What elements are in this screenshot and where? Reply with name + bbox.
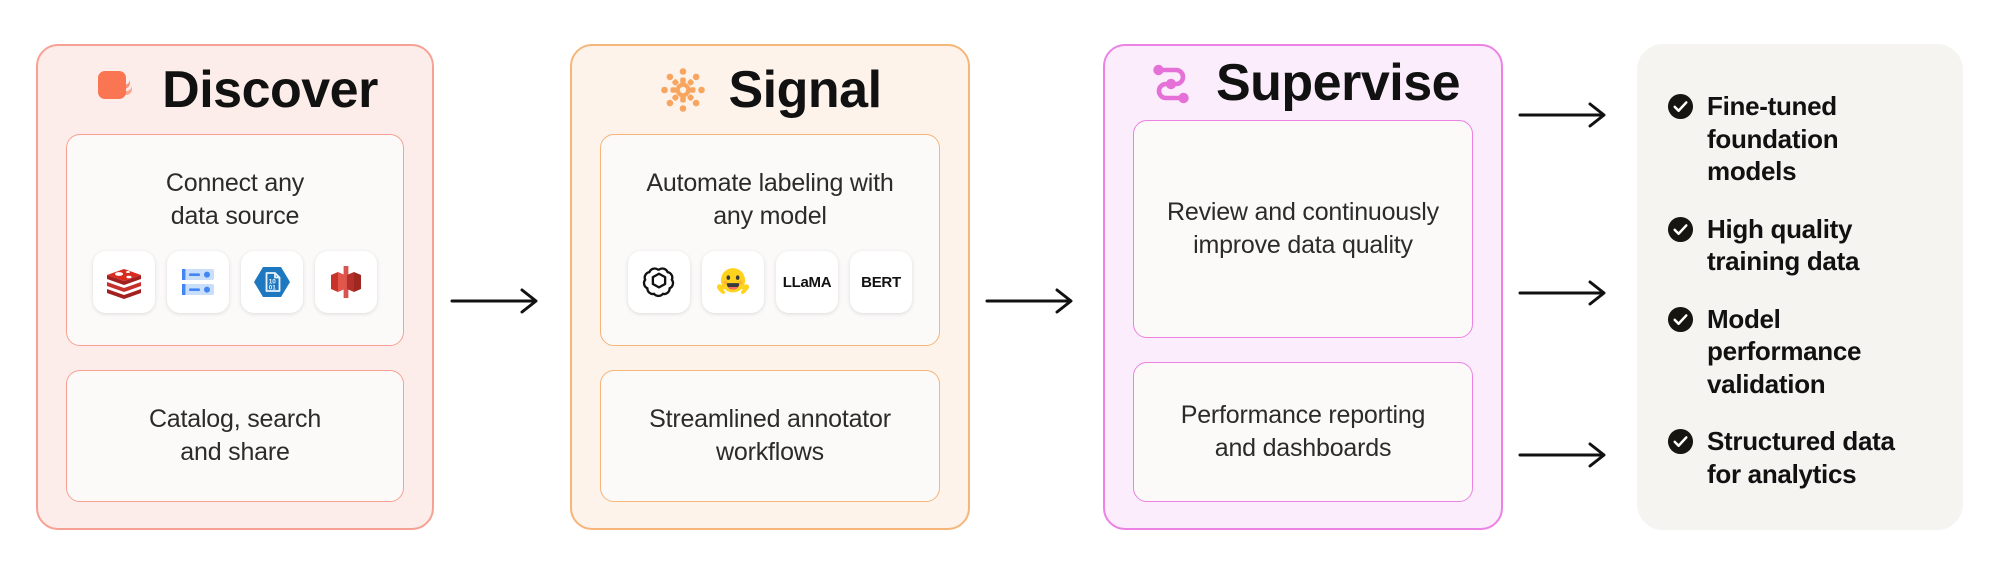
card-text-line2: and dashboards xyxy=(1214,434,1392,462)
arrow-supervise-to-outcome-4 xyxy=(1518,440,1610,470)
panel-supervise-cards: Review and continuously improve data qua… xyxy=(1105,120,1501,528)
panel-supervise-header: Supervise xyxy=(1105,46,1501,120)
card-text-line1: Performance reporting xyxy=(1180,401,1426,429)
model-logo-row: LLaMA BERT xyxy=(628,251,912,313)
panel-outcomes: Fine-tuned foundation models High qualit… xyxy=(1637,44,1963,530)
outcome-label: Structured data for analytics xyxy=(1707,425,1895,490)
panel-supervise-title: Supervise xyxy=(1215,54,1461,112)
outcome-line2: training data xyxy=(1707,246,1860,276)
panel-discover-title: Discover xyxy=(162,61,378,119)
outcome-line1: Fine-tuned xyxy=(1707,91,1837,121)
outcome-line1: Structured data xyxy=(1707,426,1895,456)
redis-logo-icon[interactable] xyxy=(93,251,155,313)
arrow-signal-to-supervise xyxy=(985,286,1077,316)
card-text-line2: any model xyxy=(713,202,827,230)
outcome-line1: Model performance xyxy=(1707,303,1862,367)
panel-discover: Discover Connect any data source xyxy=(36,44,434,530)
panel-signal: Signal Automate labeling with any model xyxy=(570,44,970,530)
outcome-line2: validation xyxy=(1707,368,1826,399)
check-circle-icon xyxy=(1667,93,1694,120)
outcome-label: High quality training data xyxy=(1707,213,1859,278)
outcome-label: Fine-tuned foundation models xyxy=(1707,90,1933,188)
check-circle-icon xyxy=(1667,428,1694,455)
arrow-discover-to-signal xyxy=(450,286,542,316)
card-review-and-improve-quality: Review and continuously improve data qua… xyxy=(1133,120,1473,338)
azure-blob-storage-icon[interactable]: 10 01 xyxy=(241,251,303,313)
card-text-line2: improve data quality xyxy=(1193,231,1413,259)
card-connect-any-data-source: Connect any data source xyxy=(66,134,404,346)
workflow-path-icon xyxy=(1146,58,1196,108)
card-text-line2: workflows xyxy=(716,438,824,466)
card-text-line2: and share xyxy=(180,438,290,466)
check-circle-icon xyxy=(1667,216,1694,243)
card-text-line2: data source xyxy=(170,202,300,230)
data-source-logo-row: 10 01 xyxy=(93,251,377,313)
aws-redshift-icon[interactable] xyxy=(315,251,377,313)
card-text-line1: Catalog, search xyxy=(148,405,322,433)
list-item: Structured data for analytics xyxy=(1667,425,1933,490)
panel-supervise: Supervise Review and continuously improv… xyxy=(1103,44,1503,530)
outcome-label: Model performance validation xyxy=(1707,303,1933,401)
bert-label: BERT xyxy=(861,273,901,291)
check-circle-icon xyxy=(1667,306,1694,333)
panel-signal-title: Signal xyxy=(728,61,882,119)
svg-text:01: 01 xyxy=(269,284,277,291)
svg-text:10: 10 xyxy=(269,278,277,285)
card-text-line1: Streamlined annotator xyxy=(649,405,891,433)
list-item: Model performance validation xyxy=(1667,303,1933,401)
card-text-line1: Connect any xyxy=(165,169,305,197)
panel-discover-cards: Connect any data source xyxy=(38,134,432,528)
hugging-face-logo-icon[interactable] xyxy=(702,251,764,313)
stacked-layers-icon xyxy=(92,65,142,115)
list-item: Fine-tuned foundation models xyxy=(1667,90,1933,188)
arrow-supervise-to-outcome-3 xyxy=(1518,278,1610,308)
openai-logo-icon[interactable] xyxy=(628,251,690,313)
bert-logo-text[interactable]: BERT xyxy=(850,251,912,313)
card-catalog-search-and-share: Catalog, search and share xyxy=(66,370,404,502)
outcome-line2: for analytics xyxy=(1707,458,1857,489)
card-text-line1: Automate labeling with xyxy=(646,169,894,197)
outcome-line2: foundation models xyxy=(1707,123,1839,187)
panel-discover-header: Discover xyxy=(38,46,432,134)
arrow-supervise-to-outcome-1 xyxy=(1518,100,1610,130)
list-item: High quality training data xyxy=(1667,213,1933,278)
outcome-line1: High quality xyxy=(1707,213,1853,244)
card-automate-labeling: Automate labeling with any model xyxy=(600,134,940,346)
card-performance-reporting: Performance reporting and dashboards xyxy=(1133,362,1473,502)
llama-logo-text[interactable]: LLaMA xyxy=(776,251,838,313)
llama-label: LLaMA xyxy=(782,273,832,291)
database-server-icon[interactable] xyxy=(167,251,229,313)
card-text-line1: Review and continuously xyxy=(1167,198,1439,226)
panel-signal-cards: Automate labeling with any model xyxy=(572,134,968,528)
gear-burst-icon xyxy=(658,65,708,115)
outcomes-checklist: Fine-tuned foundation models High qualit… xyxy=(1637,44,1963,530)
panel-signal-header: Signal xyxy=(572,46,968,134)
card-streamlined-annotator-workflows: Streamlined annotator workflows xyxy=(600,370,940,502)
